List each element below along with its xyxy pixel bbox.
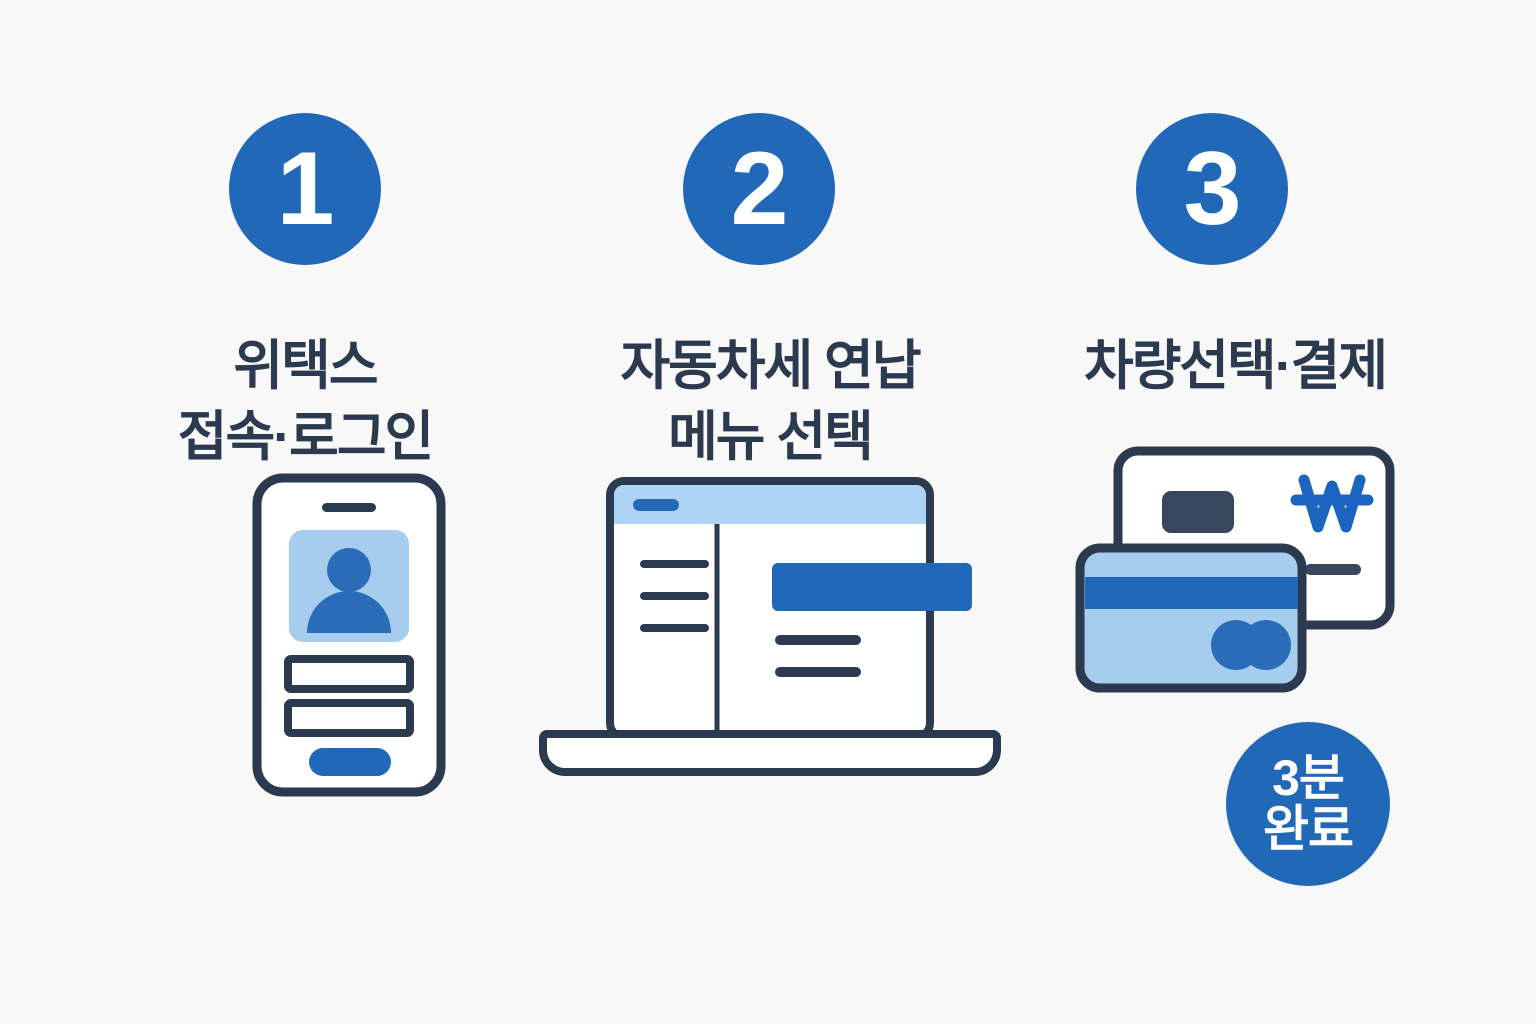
dual-circle-logo-icon: [1211, 620, 1291, 670]
smartphone-login-icon: [197, 470, 457, 810]
magnetic-stripe: [1085, 577, 1298, 609]
login-button: [309, 748, 391, 776]
avatar-body-icon: [307, 591, 391, 633]
password-input-field: [284, 699, 414, 737]
logo-pill: [633, 499, 679, 511]
signature-line: [1305, 564, 1361, 575]
won-currency-icon: [1290, 474, 1374, 533]
laptop-menu-icon: [520, 468, 1020, 798]
avatar-head-icon: [327, 548, 371, 592]
completion-badge: [1226, 722, 1390, 886]
step-1-title: 위택스 접속·로그인: [177, 335, 434, 468]
step-1-column: 1 위택스 접속·로그인: [60, 0, 550, 1024]
step-2-number-badge: 2: [683, 113, 835, 265]
sidebar-line: [640, 624, 709, 632]
id-input-field: [284, 655, 414, 693]
completion-badge-circle: [1226, 722, 1390, 886]
payment-cards-icon: 3분 완료: [1060, 430, 1480, 900]
highlighted-menu-block: [772, 563, 972, 611]
step-2-title: 자동차세 연납 메뉴 선택: [620, 335, 921, 468]
sidebar-line: [640, 560, 709, 568]
step-3-title: 차량선택·결제: [1083, 335, 1388, 396]
sidebar-line: [640, 592, 709, 600]
phone-speaker-icon: [322, 503, 376, 512]
content-line: [775, 667, 861, 677]
browser-header-bar: [614, 485, 926, 524]
step-3-column: 3 차량선택·결제: [1000, 0, 1470, 1024]
step-2-column: 2 자동차세 연납 메뉴 선택: [539, 0, 1001, 1024]
content-line: [775, 635, 861, 645]
step-1-number-badge: 1: [229, 113, 381, 265]
card-chip-icon: [1162, 491, 1234, 533]
laptop-base: [539, 730, 1001, 776]
step-3-number-badge: 3: [1136, 113, 1288, 265]
